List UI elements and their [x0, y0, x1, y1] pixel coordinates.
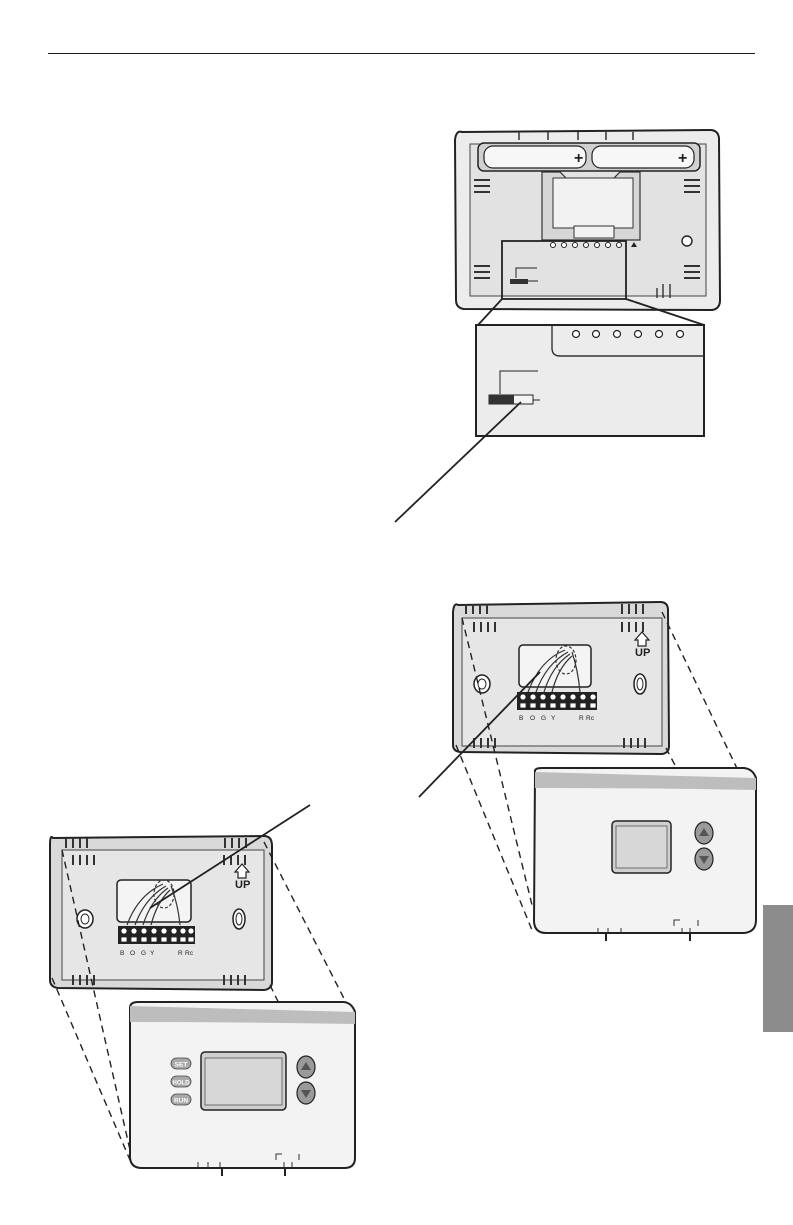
- terminal-rc-right: Rc: [586, 715, 595, 722]
- switch-detail-enlarged: [476, 325, 704, 436]
- set-button-label: SET: [175, 1062, 188, 1069]
- up-label-left: UP: [235, 879, 250, 891]
- terminal-r-right: R: [579, 715, 584, 722]
- terminal-g-right: G: [541, 715, 546, 722]
- thermostat-cover-right: [534, 768, 756, 941]
- thermostat-cover-left: SET HOLD RUN: [130, 1002, 355, 1176]
- wallplate-left: UP B O G Y R Rc: [50, 836, 272, 990]
- run-button-label: RUN: [174, 1098, 188, 1105]
- terminal-y-left: Y: [150, 950, 155, 957]
- terminal-b-left: B: [120, 950, 124, 957]
- terminal-b-right: B: [519, 715, 523, 722]
- battery-plus-2: +: [678, 150, 687, 167]
- callout-line-switch: [395, 402, 521, 522]
- hold-button: HOLD: [171, 1076, 191, 1087]
- terminal-r-left: R: [178, 950, 183, 957]
- thermostat-back-batteries: + +: [455, 130, 720, 310]
- terminal-g-left: G: [141, 950, 146, 957]
- terminal-o-left: O: [130, 950, 135, 957]
- battery-plus-1: +: [574, 150, 583, 167]
- terminal-o-right: O: [530, 715, 535, 722]
- wallplate-right: UP B O G Y R Rc: [453, 602, 669, 754]
- up-label-right: UP: [635, 647, 650, 659]
- set-button: SET: [171, 1058, 191, 1069]
- terminal-rc-left: Rc: [185, 950, 194, 957]
- terminal-y-right: Y: [551, 715, 556, 722]
- run-button: RUN: [171, 1094, 191, 1105]
- hold-button-label: HOLD: [173, 1081, 191, 1087]
